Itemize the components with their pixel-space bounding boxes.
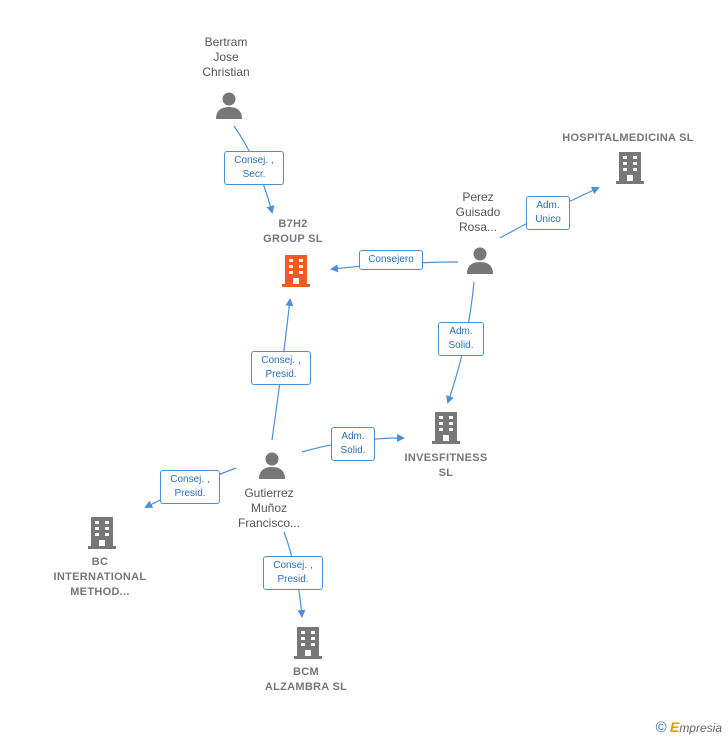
- node-label-bc-international: BC INTERNATIONAL METHOD...: [44, 555, 156, 600]
- node-label-line: Guisado: [455, 205, 501, 219]
- node-label-line: BC: [91, 556, 109, 568]
- node-label-hospitalmedicina: HOSPITALMEDICINA SL: [548, 131, 708, 146]
- edge-label-gutierrez-b7h2[interactable]: Consej. , Presid.: [251, 351, 311, 385]
- brand-initial: E: [669, 719, 680, 735]
- node-label-line: ALZAMBRA SL: [264, 681, 348, 693]
- node-label-gutierrez: Gutierrez Muñoz Francisco...: [224, 486, 314, 531]
- edge-label-line: Adm.: [341, 431, 365, 442]
- edge-label-gutierrez-invesfitness[interactable]: Adm. Solid.: [331, 427, 375, 461]
- person-icon[interactable]: [465, 245, 495, 275]
- empresia-logo: © Empresia: [656, 719, 722, 736]
- node-label-line: SL: [438, 467, 454, 479]
- edge-label-line: Consej. ,: [234, 155, 274, 166]
- building-icon[interactable]: [292, 625, 324, 659]
- node-label-bcm-alzambra: BCM ALZAMBRA SL: [256, 665, 356, 695]
- edge-label-line: Adm.: [449, 326, 473, 337]
- edge-label-line: Solid.: [340, 445, 366, 456]
- person-icon[interactable]: [257, 450, 287, 480]
- node-label-line: HOSPITALMEDICINA SL: [562, 132, 694, 144]
- node-label-line: Muñoz: [250, 501, 288, 515]
- edge-label-line: Solid.: [448, 340, 474, 351]
- node-label-line: Gutierrez: [244, 486, 294, 500]
- edge-label-gutierrez-bc[interactable]: Consej. , Presid.: [160, 470, 220, 504]
- copyright-icon: ©: [655, 719, 667, 736]
- node-label-line: INVESFITNESS: [404, 452, 488, 464]
- node-label-line: Perez: [462, 190, 494, 204]
- brand-name: mpresia: [679, 721, 722, 735]
- edge-label-line: Consej. ,: [170, 474, 210, 485]
- edge-label-line: Consej. ,: [261, 355, 301, 366]
- edge-label-bertram-b7h2[interactable]: Consej. , Secr.: [224, 151, 284, 185]
- node-label-line: Christian: [202, 65, 250, 79]
- node-label-line: Jose: [213, 50, 239, 64]
- edge-label-line: Adm.: [536, 200, 560, 211]
- edge-label-line: Consejero: [368, 254, 414, 265]
- node-label-line: Francisco...: [237, 516, 300, 530]
- edge-label-line: Presid.: [174, 488, 206, 499]
- person-icon[interactable]: [214, 90, 244, 120]
- edge-label-line: Unico: [535, 214, 561, 225]
- node-label-line: BCM: [293, 666, 319, 678]
- node-label-b7h2: B7H2 GROUP SL: [248, 217, 338, 247]
- node-label-line: B7H2: [278, 218, 308, 230]
- building-icon[interactable]: [430, 410, 462, 444]
- building-icon[interactable]: [614, 150, 646, 184]
- node-label-invesfitness: INVESFITNESS SL: [396, 451, 496, 481]
- edge-label-gutierrez-bcm[interactable]: Consej. , Presid.: [263, 556, 323, 590]
- node-label-perez: Perez Guisado Rosa...: [438, 190, 518, 235]
- node-label-line: METHOD...: [70, 586, 130, 598]
- edge-label-line: Presid.: [265, 369, 297, 380]
- edge-label-line: Secr.: [242, 169, 266, 180]
- edge-label-perez-b7h2[interactable]: Consejero: [359, 250, 423, 270]
- node-label-line: INTERNATIONAL: [53, 571, 147, 583]
- edge-label-line: Consej. ,: [273, 560, 313, 571]
- building-icon[interactable]: [86, 515, 118, 549]
- node-label-line: GROUP SL: [263, 233, 323, 245]
- edge-label-line: Presid.: [277, 574, 309, 585]
- node-label-line: Rosa...: [458, 220, 497, 234]
- node-label-line: Bertram: [204, 35, 248, 49]
- edge-label-perez-hospital[interactable]: Adm. Unico: [526, 196, 570, 230]
- edge-label-perez-invesfitness[interactable]: Adm. Solid.: [438, 322, 484, 356]
- node-label-bertram: Bertram Jose Christian: [186, 35, 266, 80]
- building-icon[interactable]: [280, 253, 312, 287]
